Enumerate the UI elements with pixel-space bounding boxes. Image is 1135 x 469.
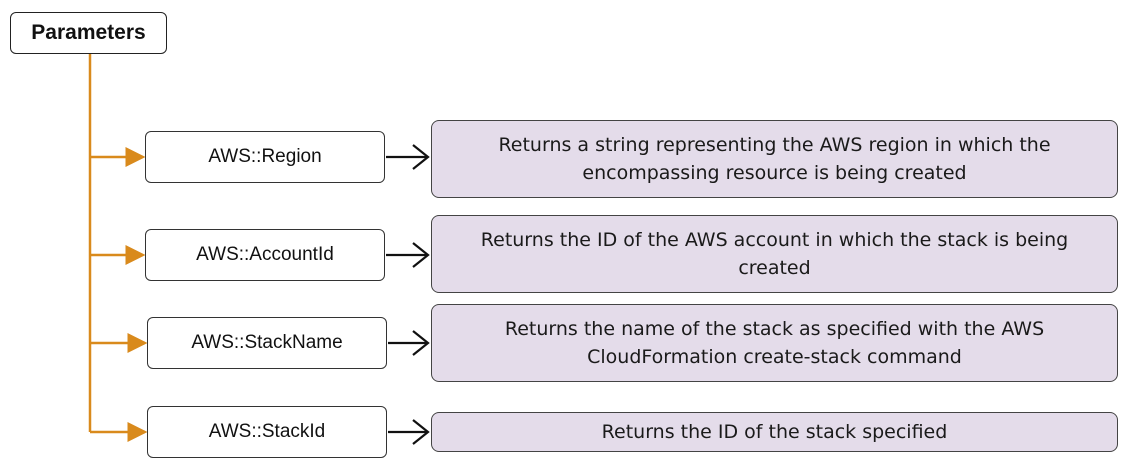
description-text: Returns the ID of the stack specified: [601, 421, 948, 443]
param-box-stackname: AWS::StackName: [147, 317, 387, 369]
description-box-stackname: Returns the name of the stack as specifi…: [431, 304, 1118, 382]
description-box-region: Returns a string representing the AWS re…: [431, 120, 1118, 198]
parameters-title: Parameters: [31, 21, 146, 44]
description-box-accountid: Returns the ID of the AWS account in whi…: [431, 215, 1118, 293]
arrow-stackname: [388, 330, 430, 356]
param-label: AWS::StackId: [208, 421, 326, 442]
param-box-region: AWS::Region: [145, 131, 385, 183]
description-box-stackid: Returns the ID of the stack specified: [431, 412, 1118, 452]
param-label: AWS::Region: [208, 146, 322, 167]
parameters-root-box: Parameters: [10, 12, 167, 54]
param-box-stackid: AWS::StackId: [147, 406, 387, 458]
arrow-region: [386, 144, 430, 170]
arrow-stackid: [388, 419, 430, 445]
description-text: Returns a string representing the AWS re…: [498, 134, 1051, 184]
param-label: AWS::AccountId: [196, 244, 334, 265]
arrow-accountid: [386, 242, 430, 268]
description-text: Returns the ID of the AWS account in whi…: [480, 229, 1069, 279]
description-text: Returns the name of the stack as specifi…: [504, 318, 1045, 368]
param-box-accountid: AWS::AccountId: [145, 229, 385, 281]
param-label: AWS::StackName: [191, 332, 343, 353]
